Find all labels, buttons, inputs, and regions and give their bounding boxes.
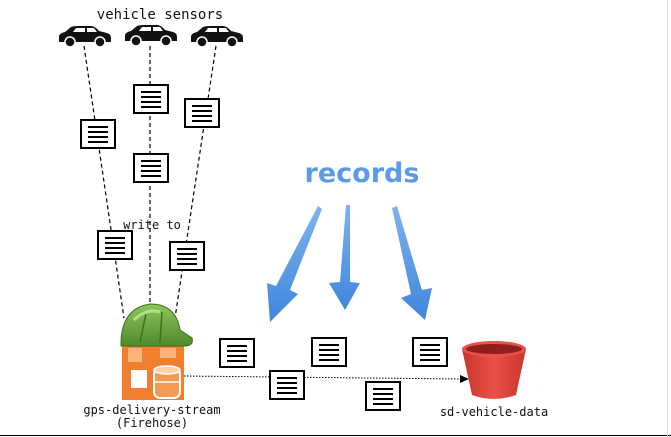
car-icon [124, 24, 178, 47]
record-document-icon [365, 381, 401, 411]
dashed-link-left [83, 45, 125, 319]
record-document-icon [80, 119, 116, 149]
sensors-label: vehicle sensors [97, 7, 223, 23]
delivery-line [183, 375, 461, 380]
blue-arrow-icon [392, 206, 432, 320]
bucket-label: sd-vehicle-data [440, 405, 548, 419]
dashed-link-right [174, 45, 217, 319]
s3-bucket-icon [462, 341, 526, 399]
record-document-icon [269, 370, 305, 400]
car-icon [190, 25, 244, 48]
firehose-icon [122, 340, 184, 400]
car-icon [58, 25, 112, 48]
record-document-icon [133, 153, 169, 183]
record-document-icon [184, 98, 220, 128]
records-label: records [305, 158, 420, 189]
write-to-label: write to [123, 218, 181, 232]
blue-arrow-icon [329, 205, 360, 310]
record-document-icon [97, 230, 133, 260]
stream-type-label: (Firehose) [116, 416, 188, 430]
record-document-icon [311, 337, 347, 367]
record-document-icon [169, 241, 205, 271]
record-document-icon [412, 337, 448, 367]
record-document-icon [133, 84, 169, 114]
blue-arrow-icon [267, 206, 322, 322]
delivery-arrowhead [460, 375, 469, 383]
helmet-icon [120, 303, 193, 347]
record-document-icon [219, 338, 255, 368]
stream-name-label: gps-delivery-stream [83, 403, 220, 417]
